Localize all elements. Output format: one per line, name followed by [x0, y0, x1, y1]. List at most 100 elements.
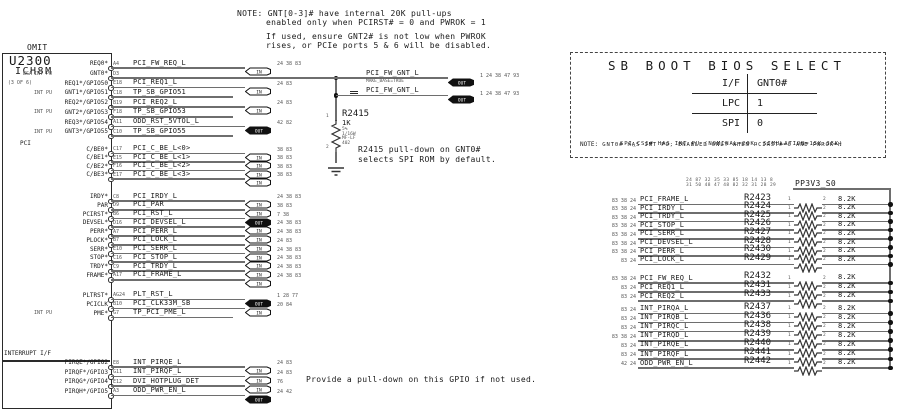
- offpage-tag: IN: [244, 166, 272, 182]
- junction-dot: [888, 338, 893, 343]
- page-refs: 76: [277, 379, 284, 385]
- wire: [336, 77, 448, 79]
- ground-symbol: [328, 164, 344, 180]
- pin-number: B10: [113, 301, 123, 307]
- offpage-tag: IN: [244, 257, 272, 273]
- wire-to-ground: [335, 152, 337, 163]
- wire: [111, 86, 245, 89]
- offpage-tag: OUT: [447, 74, 475, 90]
- junction-dot: [888, 320, 893, 325]
- svg-text:IN: IN: [256, 387, 262, 393]
- net-label: PCI_PAR: [133, 200, 164, 209]
- pin-number: C10: [113, 128, 123, 135]
- resistor-symbol: [794, 217, 822, 233]
- wire: [111, 67, 245, 70]
- junction-dot: [888, 236, 893, 241]
- wire: [822, 229, 890, 232]
- svg-text:OUT: OUT: [255, 301, 263, 307]
- wire: [638, 237, 794, 240]
- pin-name: PCIRST*: [82, 210, 108, 218]
- resistor-symbol: [794, 336, 822, 352]
- pin-number: D3: [113, 70, 120, 77]
- svg-text:IN: IN: [256, 155, 262, 161]
- resistor-value: 8.2K: [838, 220, 856, 229]
- gnt0-vertical-wire: [335, 77, 337, 121]
- pin-number: E8: [113, 359, 120, 366]
- page-refs: 1 24 38 47 93: [480, 73, 520, 79]
- wire: [638, 321, 794, 324]
- pullup-net-label: PCI_SERR_L: [640, 229, 685, 238]
- resistor-refdes: R2439: [744, 328, 772, 339]
- resistor-refdes: R2426: [744, 218, 772, 229]
- wire: [638, 263, 794, 266]
- power-wire: [793, 188, 891, 190]
- pullup-net-label: PCI_FRAME_L: [640, 195, 689, 203]
- pin-number: E12: [113, 378, 123, 385]
- pin-number: B6: [113, 211, 120, 217]
- wire: [111, 115, 233, 118]
- wire: [822, 237, 890, 240]
- pullup-net-label: PCI_REQ2_L: [640, 291, 685, 300]
- power-net-label: PP3V3_S0: [795, 179, 836, 188]
- resistor-symbol: [330, 120, 342, 155]
- resistor-pin-number: 1: [788, 351, 791, 357]
- offpage-tag: IN: [244, 63, 272, 79]
- resistor-value: 8.2K: [838, 211, 856, 220]
- net-label: PCI_LOCK_L: [133, 235, 178, 244]
- chip-section-divider: [2, 360, 110, 362]
- pin-number: D9: [113, 202, 120, 209]
- bios-select-box: [570, 52, 886, 158]
- resistor-symbol: [794, 200, 822, 216]
- pin-name: PIRQE*/GPIO2: [64, 359, 108, 366]
- net-tie-mark: [350, 90, 358, 92]
- page-refs: 83 38 24: [611, 276, 636, 282]
- gnt-note-line1: NOTE: GNT[0-3]# have internal 20K pull-u…: [237, 9, 452, 18]
- resistor-pin-number: 2: [823, 231, 826, 237]
- resistor-pin-number: 2: [823, 333, 826, 339]
- svg-text:IN: IN: [256, 108, 262, 114]
- resistor-value: 8.2K: [838, 303, 856, 312]
- svg-text:IN: IN: [256, 264, 262, 270]
- wire: [638, 339, 794, 342]
- resistor-pin-number: 1: [788, 205, 791, 211]
- resistor-value: 8.2K: [838, 358, 856, 367]
- resistor-value: 1K: [342, 119, 351, 127]
- bios-table-cell-if: SPI: [692, 114, 748, 133]
- offpage-tag: IN: [244, 149, 272, 165]
- wire: [111, 208, 245, 211]
- net-label: TP_SB_GPIO55: [133, 126, 186, 135]
- pin-number: E15: [113, 154, 123, 161]
- power-net-page-refs: 24 87 32 35 33 85 18 14 13 8: [686, 178, 774, 183]
- page-refs: 83 38 24: [611, 223, 636, 230]
- pin-name: PIRQF*/GPIO3: [64, 368, 108, 376]
- svg-text:IN: IN: [256, 237, 262, 243]
- page-refs: 20 84: [277, 301, 293, 308]
- resistor-value: 8.2K: [838, 246, 856, 255]
- pin-name: GNT3*/GPIO55: [64, 128, 108, 136]
- junction-dot: [888, 210, 893, 216]
- pin-number: F16: [113, 163, 123, 170]
- page-refs: 24 38 83: [277, 272, 302, 279]
- page-refs: 24 38 83: [277, 61, 302, 68]
- resistor-pin-number: 1: [788, 306, 791, 311]
- offpage-tag: OUT: [244, 391, 272, 407]
- wire: [822, 312, 890, 315]
- wire: [111, 235, 245, 237]
- wire: [638, 229, 794, 232]
- page-refs: 83 24: [620, 352, 636, 358]
- pin-number: B7: [113, 237, 120, 244]
- pin-number: C8: [113, 193, 120, 200]
- page-refs: 24 83: [277, 80, 293, 87]
- resistor-tolerance: 5%: [342, 127, 348, 132]
- resistor-refdes: R2428: [744, 235, 772, 246]
- gnt-note-line3: If used, ensure GNT2# is not low when PW…: [266, 32, 487, 41]
- resistor-symbol: [794, 260, 822, 276]
- pullup-net-label: PCI_IRDY_L: [640, 203, 685, 212]
- offpage-tag: IN: [244, 266, 272, 282]
- page-refs: 24 38 83: [277, 194, 302, 200]
- resistor-refdes: R2430: [744, 244, 772, 255]
- wire: [111, 375, 245, 378]
- omit-label: OMIT: [27, 43, 48, 52]
- pin-number: G11: [113, 369, 123, 375]
